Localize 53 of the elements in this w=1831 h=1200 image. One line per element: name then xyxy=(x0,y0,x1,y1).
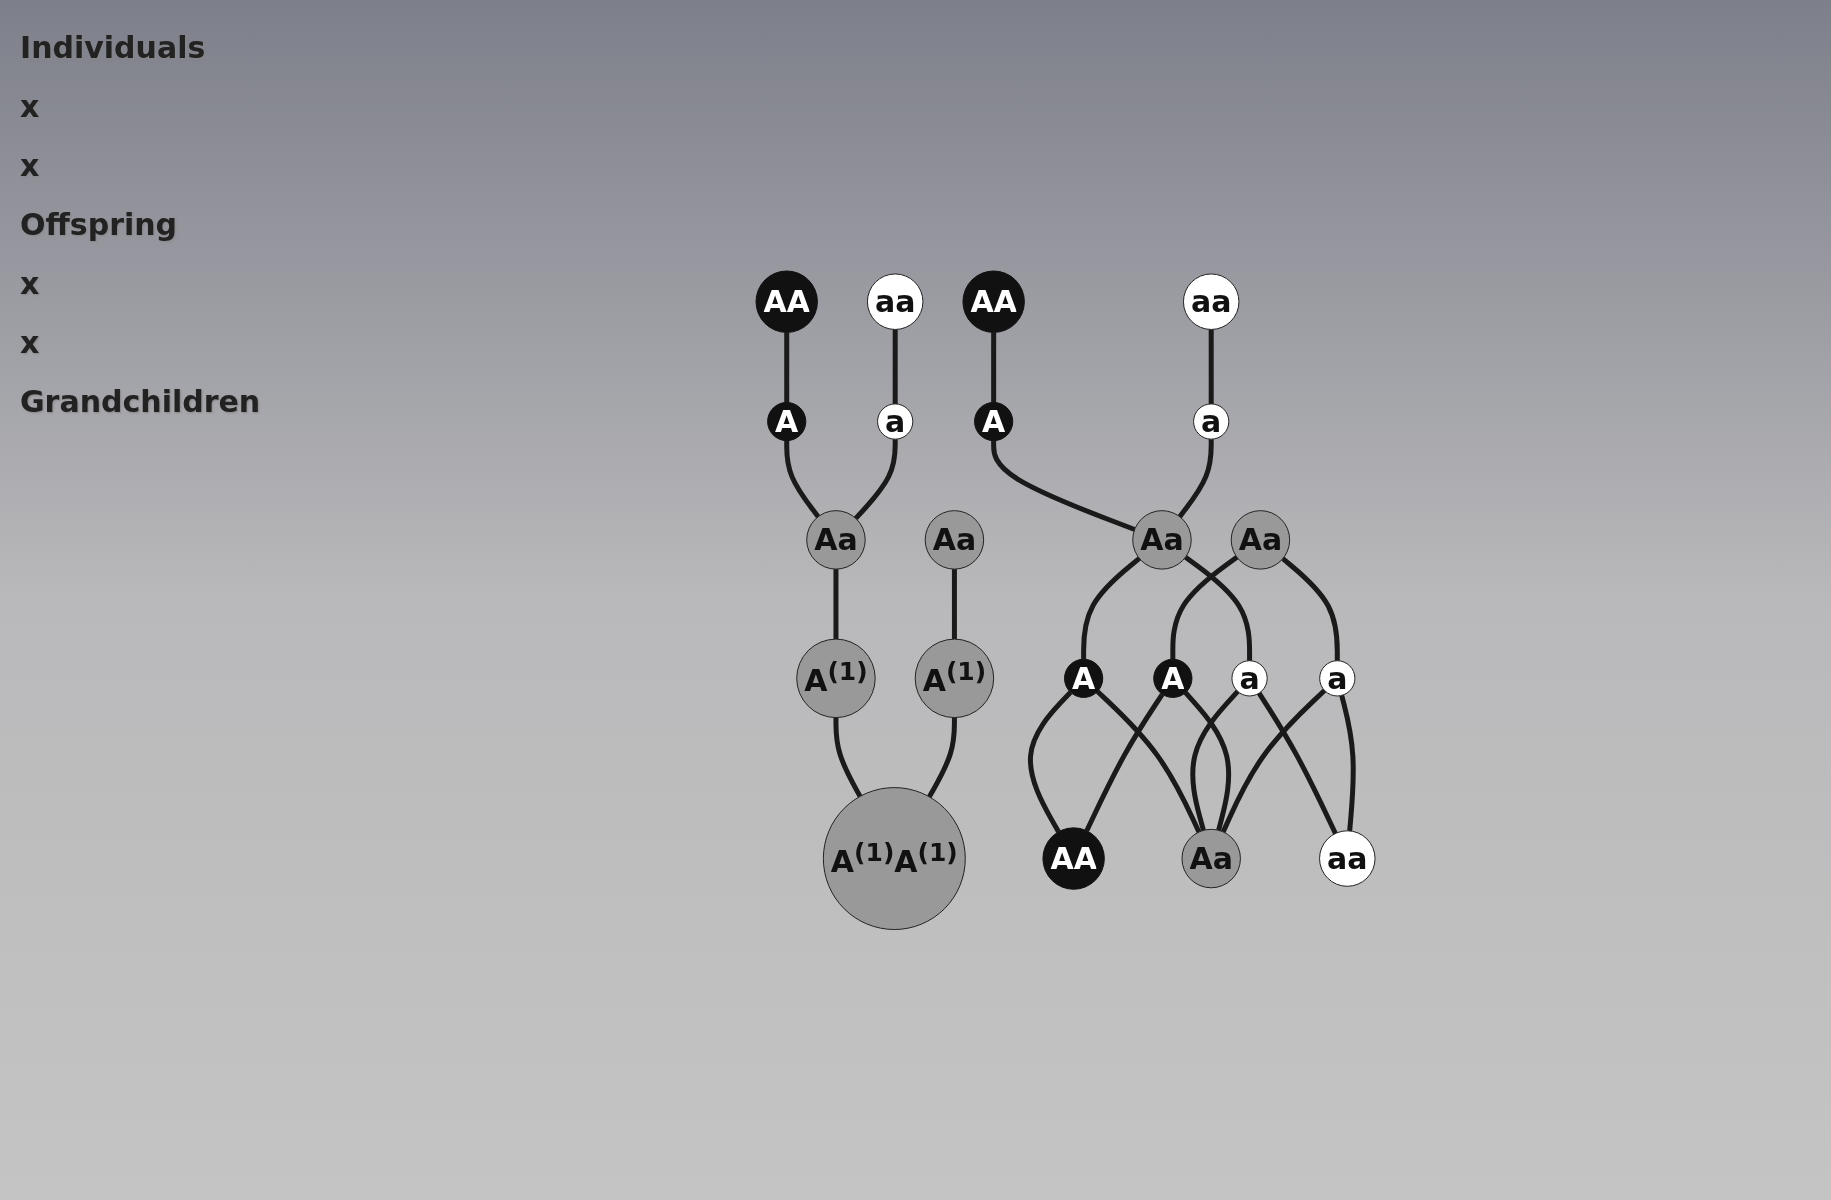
node-circle: a xyxy=(1319,659,1356,697)
node-circle: a xyxy=(1231,659,1268,697)
node-circle: AA xyxy=(755,270,818,333)
row-label: Offspring xyxy=(20,207,179,242)
connector xyxy=(833,568,839,639)
node-circle: A$^{(1)}$ xyxy=(796,638,876,718)
node-circle: A$^{(1)}$ xyxy=(914,638,995,718)
node-circle: A xyxy=(974,401,1014,441)
connector xyxy=(1177,438,1214,518)
cross-symbol: x xyxy=(20,148,41,183)
node-circle: aa xyxy=(866,273,924,330)
connector xyxy=(784,332,790,403)
connector xyxy=(833,717,863,798)
connector xyxy=(1256,691,1338,835)
node-circle: a xyxy=(877,403,914,440)
node-circle: Aa xyxy=(924,509,985,570)
connector xyxy=(1183,690,1232,831)
node-circle: Aa xyxy=(1132,509,1192,570)
connector xyxy=(853,438,898,520)
cross-symbol: x xyxy=(20,89,41,124)
node-circle: a xyxy=(1193,403,1230,440)
node-circle: A xyxy=(767,401,807,441)
node-circle: aa xyxy=(1182,273,1240,330)
connector xyxy=(1281,556,1340,661)
connector xyxy=(1208,329,1214,404)
connector xyxy=(1170,554,1239,659)
connector xyxy=(1081,556,1141,659)
node-circle: AA xyxy=(1042,827,1105,890)
cross-symbol: x xyxy=(20,266,41,301)
connector xyxy=(892,329,898,404)
connector xyxy=(991,332,997,403)
node-circle: Aa xyxy=(1230,509,1291,570)
connector xyxy=(1220,688,1327,833)
connector xyxy=(1095,689,1202,833)
cross-symbol: x xyxy=(20,325,41,360)
connector xyxy=(1184,554,1253,661)
row-label: Grandchildren xyxy=(20,384,262,419)
node-circle: A xyxy=(1064,658,1104,698)
connector xyxy=(1084,692,1165,832)
node-circle: aa xyxy=(1319,830,1376,887)
node-circle: A xyxy=(1153,658,1193,698)
row-label: Individuals xyxy=(20,30,207,65)
connector xyxy=(784,440,821,518)
connector xyxy=(927,717,957,798)
node-circle: AA xyxy=(962,270,1025,333)
connector xyxy=(1027,690,1073,833)
connector xyxy=(991,440,1136,532)
connector xyxy=(951,568,957,639)
node-circle: Aa xyxy=(806,509,866,570)
node-circle: A$^{(1)}$A$^{(1)}$ xyxy=(822,786,966,930)
node-circle: Aa xyxy=(1181,828,1241,888)
connector xyxy=(1339,694,1356,831)
connector xyxy=(1190,689,1240,831)
